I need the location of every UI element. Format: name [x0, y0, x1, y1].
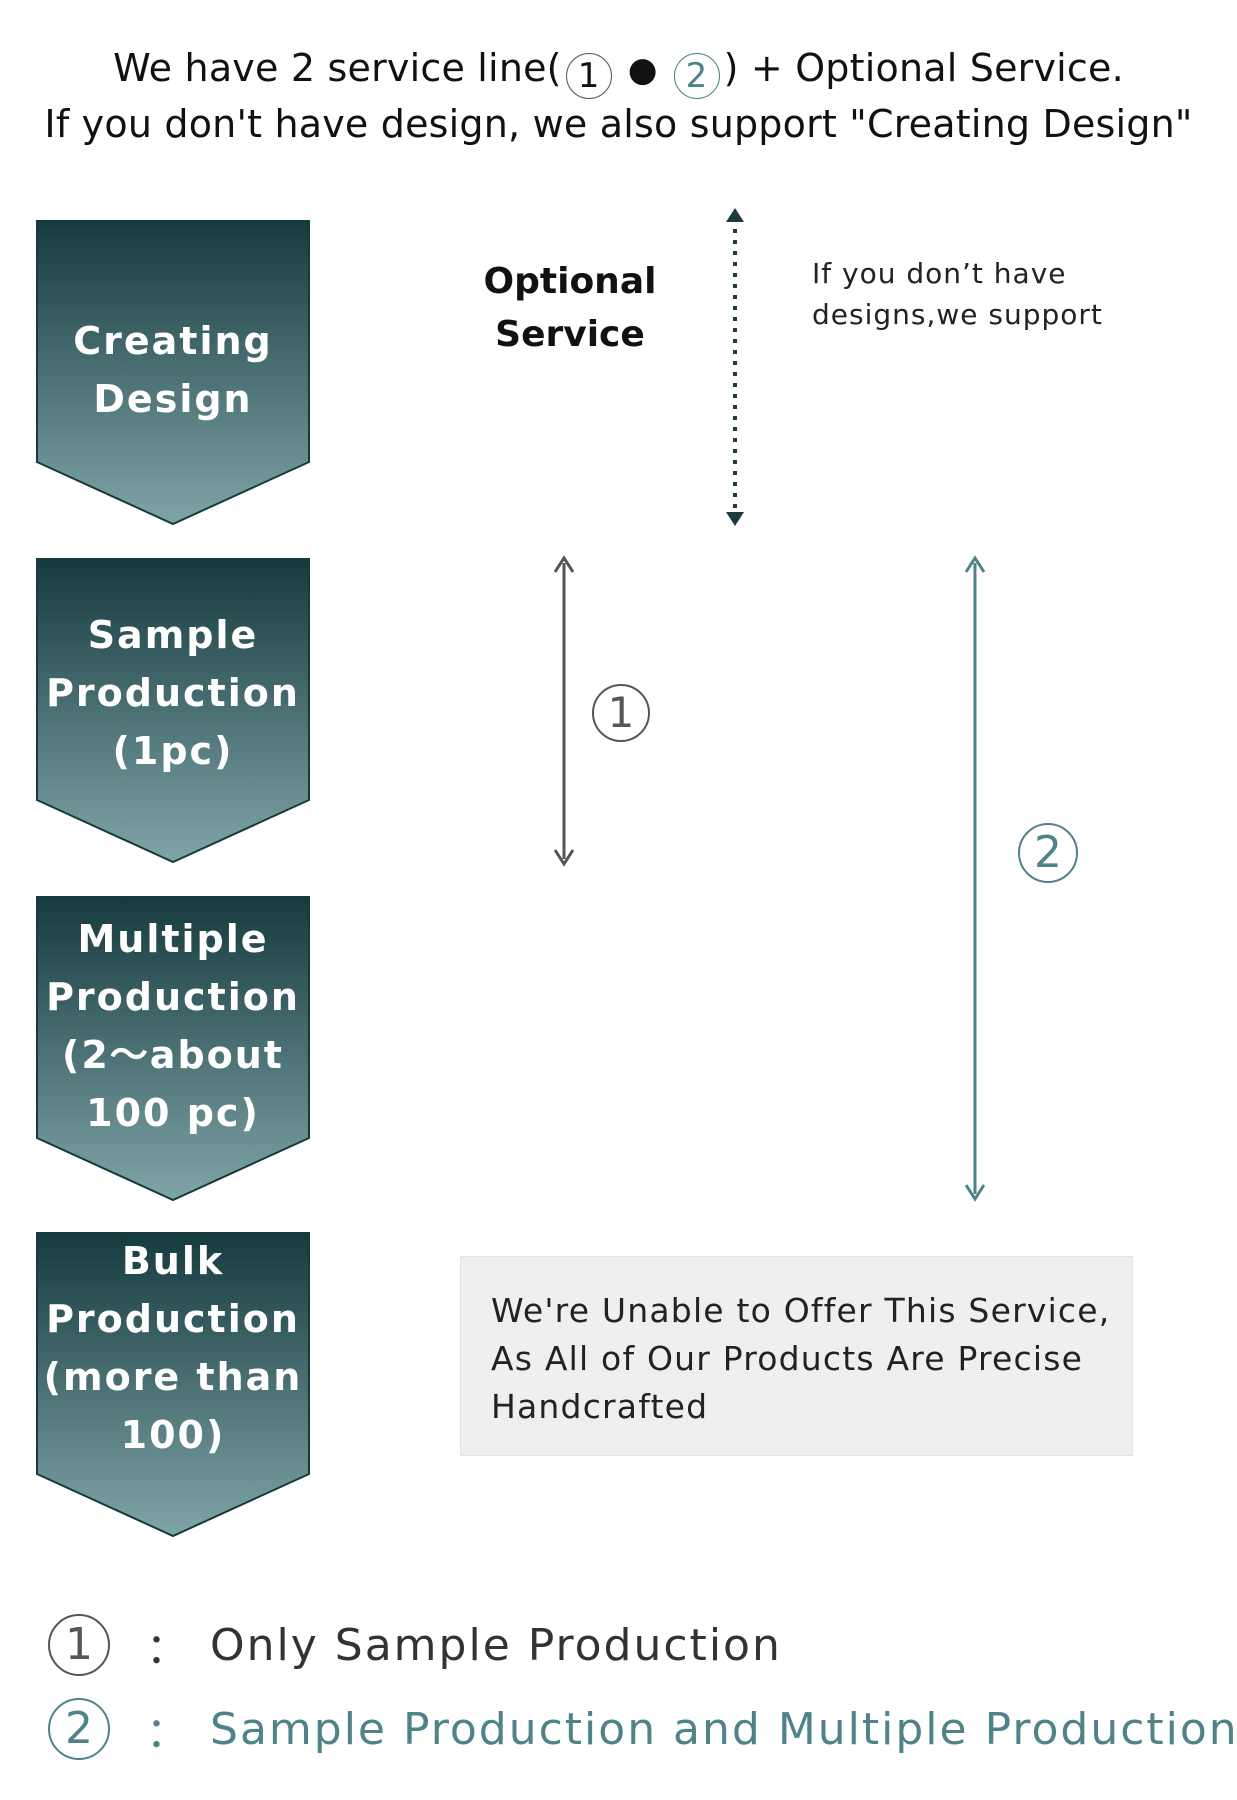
stage-sample-production: Sample Production (1pc)	[36, 558, 310, 864]
stage-label-line: Bulk	[121, 1239, 225, 1283]
stage-creating-design: Creating Design	[36, 220, 310, 526]
stage-label-line: Production	[46, 671, 300, 715]
optional-service-title-line: Service	[495, 314, 645, 355]
header-line-1: We have 2 service line(1 ● 2) + Optional S…	[0, 46, 1237, 99]
legend-marker-1: 1	[48, 1614, 110, 1676]
legend-item-1: 1 ： Only Sample Production	[48, 1613, 782, 1677]
chevron-shape	[36, 220, 310, 526]
stage-bulk-production: Bulk Production (more than 100)	[36, 1232, 310, 1538]
legend-separator: ：	[146, 1623, 189, 1673]
stage-label-line: Production	[46, 1297, 300, 1341]
optional-service-title: Optional Service	[440, 255, 700, 361]
optional-service-note-line: If you don’t have	[812, 257, 1067, 290]
optional-service-arrow	[726, 208, 744, 526]
stage-label-line: Multiple	[77, 917, 269, 961]
service-line-2-marker: 2	[1018, 823, 1078, 883]
service-line-1-arrow	[553, 555, 575, 867]
header-line-2: If you don't have design, we also suppor…	[44, 102, 1193, 146]
bullet-dot: ●	[627, 50, 658, 90]
notice-line: As All of Our Products Are Precise	[491, 1339, 1084, 1378]
stage-label-line: 100)	[120, 1413, 226, 1457]
chevron-shape	[36, 558, 310, 864]
notice-line: We're Unable to Offer This Service,	[491, 1291, 1111, 1330]
stage-label-line: 100 pc)	[86, 1091, 260, 1135]
stage-label-line: Production	[46, 975, 300, 1019]
chevron-shape	[36, 896, 310, 1202]
service-line-1-marker: 1	[592, 684, 650, 742]
legend-separator: ：	[146, 1707, 189, 1757]
stage-label-line: Creating	[73, 319, 273, 363]
stage-label-line: Design	[93, 377, 253, 421]
legend-item-2: 2 ： Sample Production and Multiple Produ…	[48, 1697, 1237, 1761]
service-line-2-arrow	[964, 555, 986, 1202]
circled-1-icon: 1	[565, 53, 612, 99]
header-line-1-prefix: We have 2 service line(	[113, 46, 562, 90]
stage-label-line: (more than	[43, 1355, 303, 1399]
optional-service-note-line: designs,we support	[812, 298, 1103, 331]
legend-text-2: Sample Production and Multiple Productio…	[210, 1703, 1237, 1755]
optional-service-note: If you don’t have designs,we support	[812, 253, 1172, 335]
stage-label-line: (1pc)	[112, 729, 234, 773]
chevron-shape	[36, 1232, 310, 1538]
bulk-unavailable-notice: We're Unable to Offer This Service, As A…	[460, 1256, 1133, 1456]
stage-multiple-production: Multiple Production (2〜about 100 pc)	[36, 896, 310, 1202]
stage-label-line: Sample	[87, 613, 259, 657]
notice-line: Handcrafted	[491, 1387, 709, 1426]
legend-text-1: Only Sample Production	[210, 1619, 782, 1671]
header-line-1-suffix: ) + Optional Service.	[723, 46, 1124, 90]
optional-service-title-line: Optional	[483, 261, 657, 302]
legend-marker-2: 2	[48, 1698, 110, 1760]
circled-2-icon: 2	[673, 53, 720, 99]
stage-label-line: (2〜about	[62, 1033, 284, 1077]
